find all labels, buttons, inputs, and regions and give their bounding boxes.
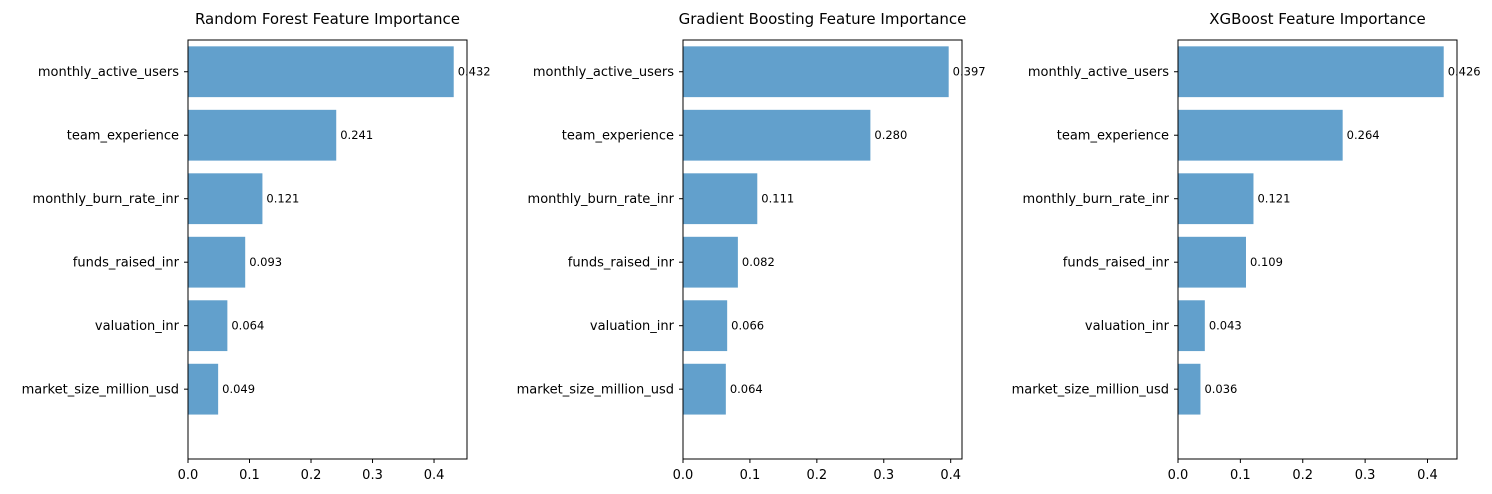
y-tick-label: monthly_active_users xyxy=(38,65,179,80)
data-label: 0.064 xyxy=(231,319,264,333)
y-tick-label: team_experience xyxy=(562,129,674,144)
chart-panel-3: XGBoost Feature Importance monthly_active… xyxy=(1012,10,1481,483)
data-label: 0.241 xyxy=(340,128,373,142)
chart-title: Gradient Boosting Feature Importance xyxy=(679,10,967,28)
data-label: 0.111 xyxy=(761,192,794,206)
x-tick-label: 0.4 xyxy=(424,468,445,483)
bar-funds-raised-inr xyxy=(188,236,246,288)
bar-valuation-inr xyxy=(1178,300,1205,352)
x-tick-label: 0.1 xyxy=(1230,468,1251,483)
data-label: 0.109 xyxy=(1250,255,1283,269)
data-label: 0.043 xyxy=(1209,319,1242,333)
chart-title: XGBoost Feature Importance xyxy=(1209,10,1425,28)
x-tick-label: 0.4 xyxy=(1417,468,1438,483)
y-tick-label: funds_raised_inr xyxy=(1063,256,1170,271)
bar-monthly-burn-rate-inr xyxy=(683,173,758,225)
bar-monthly-active-users xyxy=(188,46,454,98)
y-tick-label: team_experience xyxy=(67,129,179,144)
x-tick-label: 0.3 xyxy=(362,468,383,483)
data-label: 0.066 xyxy=(731,319,764,333)
data-label: 0.082 xyxy=(742,255,775,269)
x-tick-label: 0.4 xyxy=(940,468,961,483)
plot-area-frame xyxy=(682,39,963,460)
x-tick-label: 0.2 xyxy=(301,468,322,483)
x-tick-label: 0.0 xyxy=(673,468,694,483)
data-label: 0.036 xyxy=(1204,382,1237,396)
chart-panel-1: Random Forest Feature Importance monthly_… xyxy=(22,10,491,483)
y-tick-label: team_experience xyxy=(1057,129,1169,144)
data-label: 0.093 xyxy=(249,255,282,269)
bar-market-size-million-usd xyxy=(1178,363,1201,415)
x-tick-label: 0.2 xyxy=(807,468,828,483)
bar-funds-raised-inr xyxy=(683,236,738,288)
y-tick-label: monthly_burn_rate_inr xyxy=(33,192,180,207)
y-tick-label: valuation_inr xyxy=(590,319,675,334)
bar-team-experience xyxy=(1178,109,1343,161)
bar-team-experience xyxy=(683,109,871,161)
data-label: 0.121 xyxy=(1257,192,1290,206)
y-tick-label: market_size_million_usd xyxy=(517,383,674,398)
data-label: 0.049 xyxy=(222,382,255,396)
y-tick-label: funds_raised_inr xyxy=(73,256,180,271)
y-tick-label: valuation_inr xyxy=(95,319,180,334)
y-tick-label: market_size_million_usd xyxy=(22,383,179,398)
x-tick-label: 0.0 xyxy=(1168,468,1189,483)
y-tick-label: monthly_active_users xyxy=(1028,65,1169,80)
bar-team-experience xyxy=(188,109,337,161)
bar-monthly-active-users xyxy=(1178,46,1444,98)
data-label: 0.397 xyxy=(953,65,986,79)
x-tick-label: 0.3 xyxy=(1355,468,1376,483)
y-tick-label: funds_raised_inr xyxy=(568,256,675,271)
chart-panel-2: Gradient Boosting Feature Importance mont… xyxy=(517,10,986,483)
y-tick-label: monthly_burn_rate_inr xyxy=(1023,192,1170,207)
bar-market-size-million-usd xyxy=(683,363,726,415)
x-tick-label: 0.1 xyxy=(740,468,761,483)
plot-area-frame xyxy=(1177,39,1458,460)
bar-monthly-active-users xyxy=(683,46,949,98)
y-tick-label: valuation_inr xyxy=(1085,319,1170,334)
y-tick-label: monthly_active_users xyxy=(533,65,674,80)
bar-valuation-inr xyxy=(188,300,228,352)
plot-area-frame xyxy=(187,39,468,460)
x-tick-label: 0.2 xyxy=(1292,468,1313,483)
bar-valuation-inr xyxy=(683,300,728,352)
chart-title: Random Forest Feature Importance xyxy=(195,10,460,28)
bar-market-size-million-usd xyxy=(188,363,219,415)
bar-monthly-burn-rate-inr xyxy=(188,173,263,225)
bar-monthly-burn-rate-inr xyxy=(1178,173,1254,225)
x-tick-label: 0.0 xyxy=(178,468,199,483)
y-tick-label: monthly_burn_rate_inr xyxy=(528,192,675,207)
x-tick-label: 0.3 xyxy=(873,468,894,483)
x-tick-label: 0.1 xyxy=(239,468,260,483)
y-tick-label: market_size_million_usd xyxy=(1012,383,1169,398)
data-label: 0.432 xyxy=(458,65,491,79)
data-label: 0.121 xyxy=(266,192,299,206)
data-label: 0.280 xyxy=(874,128,907,142)
bar-funds-raised-inr xyxy=(1178,236,1246,288)
data-label: 0.064 xyxy=(730,382,763,396)
data-label: 0.426 xyxy=(1448,65,1481,79)
data-label: 0.264 xyxy=(1347,128,1380,142)
